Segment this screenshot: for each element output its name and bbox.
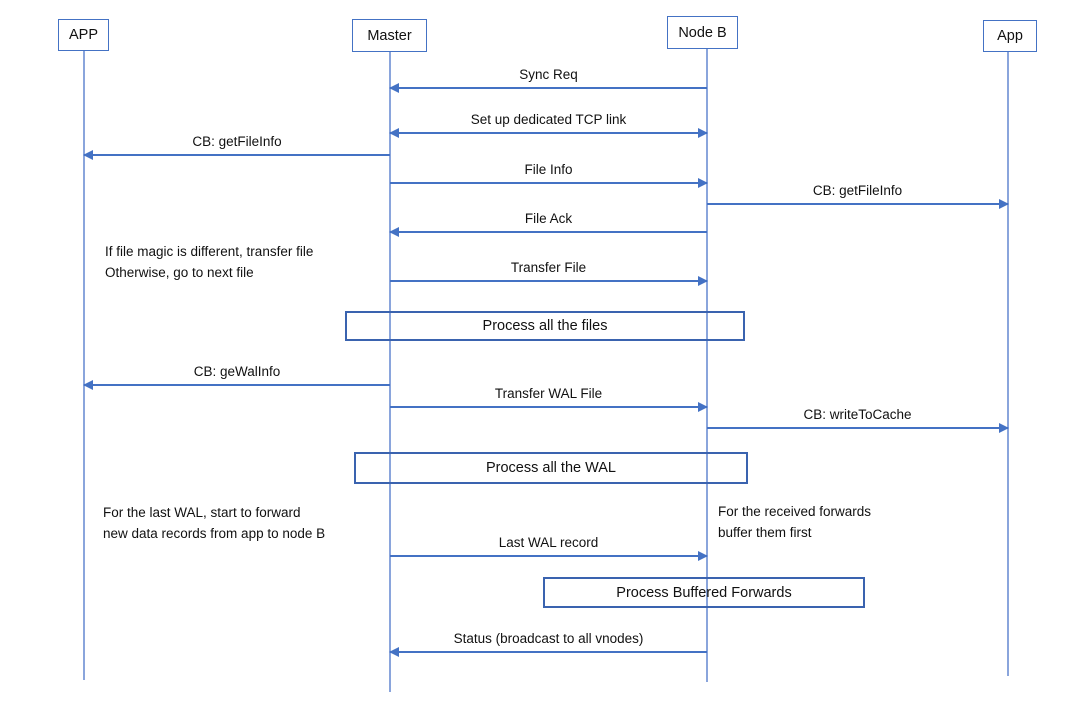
- message-label: CB: geWalInfo: [193, 364, 281, 379]
- note-last-wal-forward: For the last WAL, start to forward new d…: [103, 503, 325, 544]
- note-line: If file magic is different, transfer fil…: [105, 244, 314, 259]
- arrow-left-icon: [83, 151, 390, 159]
- process-box-all-files: Process all the files: [345, 311, 745, 341]
- arrow-right-icon: [390, 403, 708, 411]
- note-line: For the received forwards: [718, 504, 872, 519]
- arrow-left-icon: [389, 84, 707, 92]
- actor-label-master: Master: [367, 27, 412, 44]
- note-file-magic: If file magic is different, transfer fil…: [105, 242, 313, 283]
- arrow-left-icon: [389, 228, 707, 236]
- actor-label-app-right: App: [997, 28, 1023, 44]
- arrow-right-icon: [390, 179, 708, 187]
- lifeline-node-b: [706, 49, 708, 682]
- message-label: Transfer File: [510, 260, 587, 275]
- message-label: CB: getFileInfo: [812, 183, 903, 198]
- actor-label-node-b: Node B: [678, 24, 727, 41]
- message-label: File Info: [524, 162, 573, 177]
- lifeline-master: [389, 52, 391, 692]
- lifeline-app-left: [83, 51, 85, 680]
- arrow-right-icon: [390, 552, 708, 560]
- process-box-label: Process all the files: [482, 318, 608, 334]
- message-label: Sync Req: [519, 67, 578, 82]
- actor-box-node-b: Node B: [667, 16, 738, 49]
- note-line: For the last WAL, start to forward: [103, 505, 301, 520]
- message-label: Transfer WAL File: [494, 386, 603, 401]
- message-label: CB: getFileInfo: [192, 134, 282, 149]
- process-box-label: Process all the WAL: [485, 460, 616, 476]
- message-label: Set up dedicated TCP link: [470, 112, 627, 127]
- message-label: CB: writeToCache: [803, 407, 912, 422]
- process-box-all-wal: Process all the WAL: [354, 452, 748, 484]
- note-line: new data records from app to node B: [103, 525, 326, 541]
- actor-box-master: Master: [352, 19, 427, 52]
- arrow-both-icon: [389, 129, 708, 137]
- actor-box-app-right: App: [983, 20, 1037, 52]
- arrow-left-icon: [83, 381, 390, 389]
- arrow-right-icon: [707, 424, 1009, 432]
- note-received-forwards: For the received forwards buffer them fi…: [718, 502, 871, 543]
- arrow-right-icon: [707, 200, 1009, 208]
- lifeline-app-right: [1007, 52, 1009, 676]
- actor-label-app-left: APP: [68, 27, 98, 43]
- message-label: Last WAL record: [498, 535, 599, 550]
- arrow-left-icon: [389, 648, 707, 656]
- note-line: Otherwise, go to next file: [105, 264, 254, 280]
- note-line: buffer them first: [718, 524, 812, 540]
- process-box-buffered-forwards: Process Buffered Forwards: [543, 577, 865, 608]
- actor-box-app-left: APP: [58, 19, 109, 51]
- arrow-right-icon: [390, 277, 708, 285]
- message-label: File Ack: [524, 211, 573, 226]
- process-box-label: Process Buffered Forwards: [616, 584, 792, 601]
- message-label: Status (broadcast to all vnodes): [453, 631, 644, 646]
